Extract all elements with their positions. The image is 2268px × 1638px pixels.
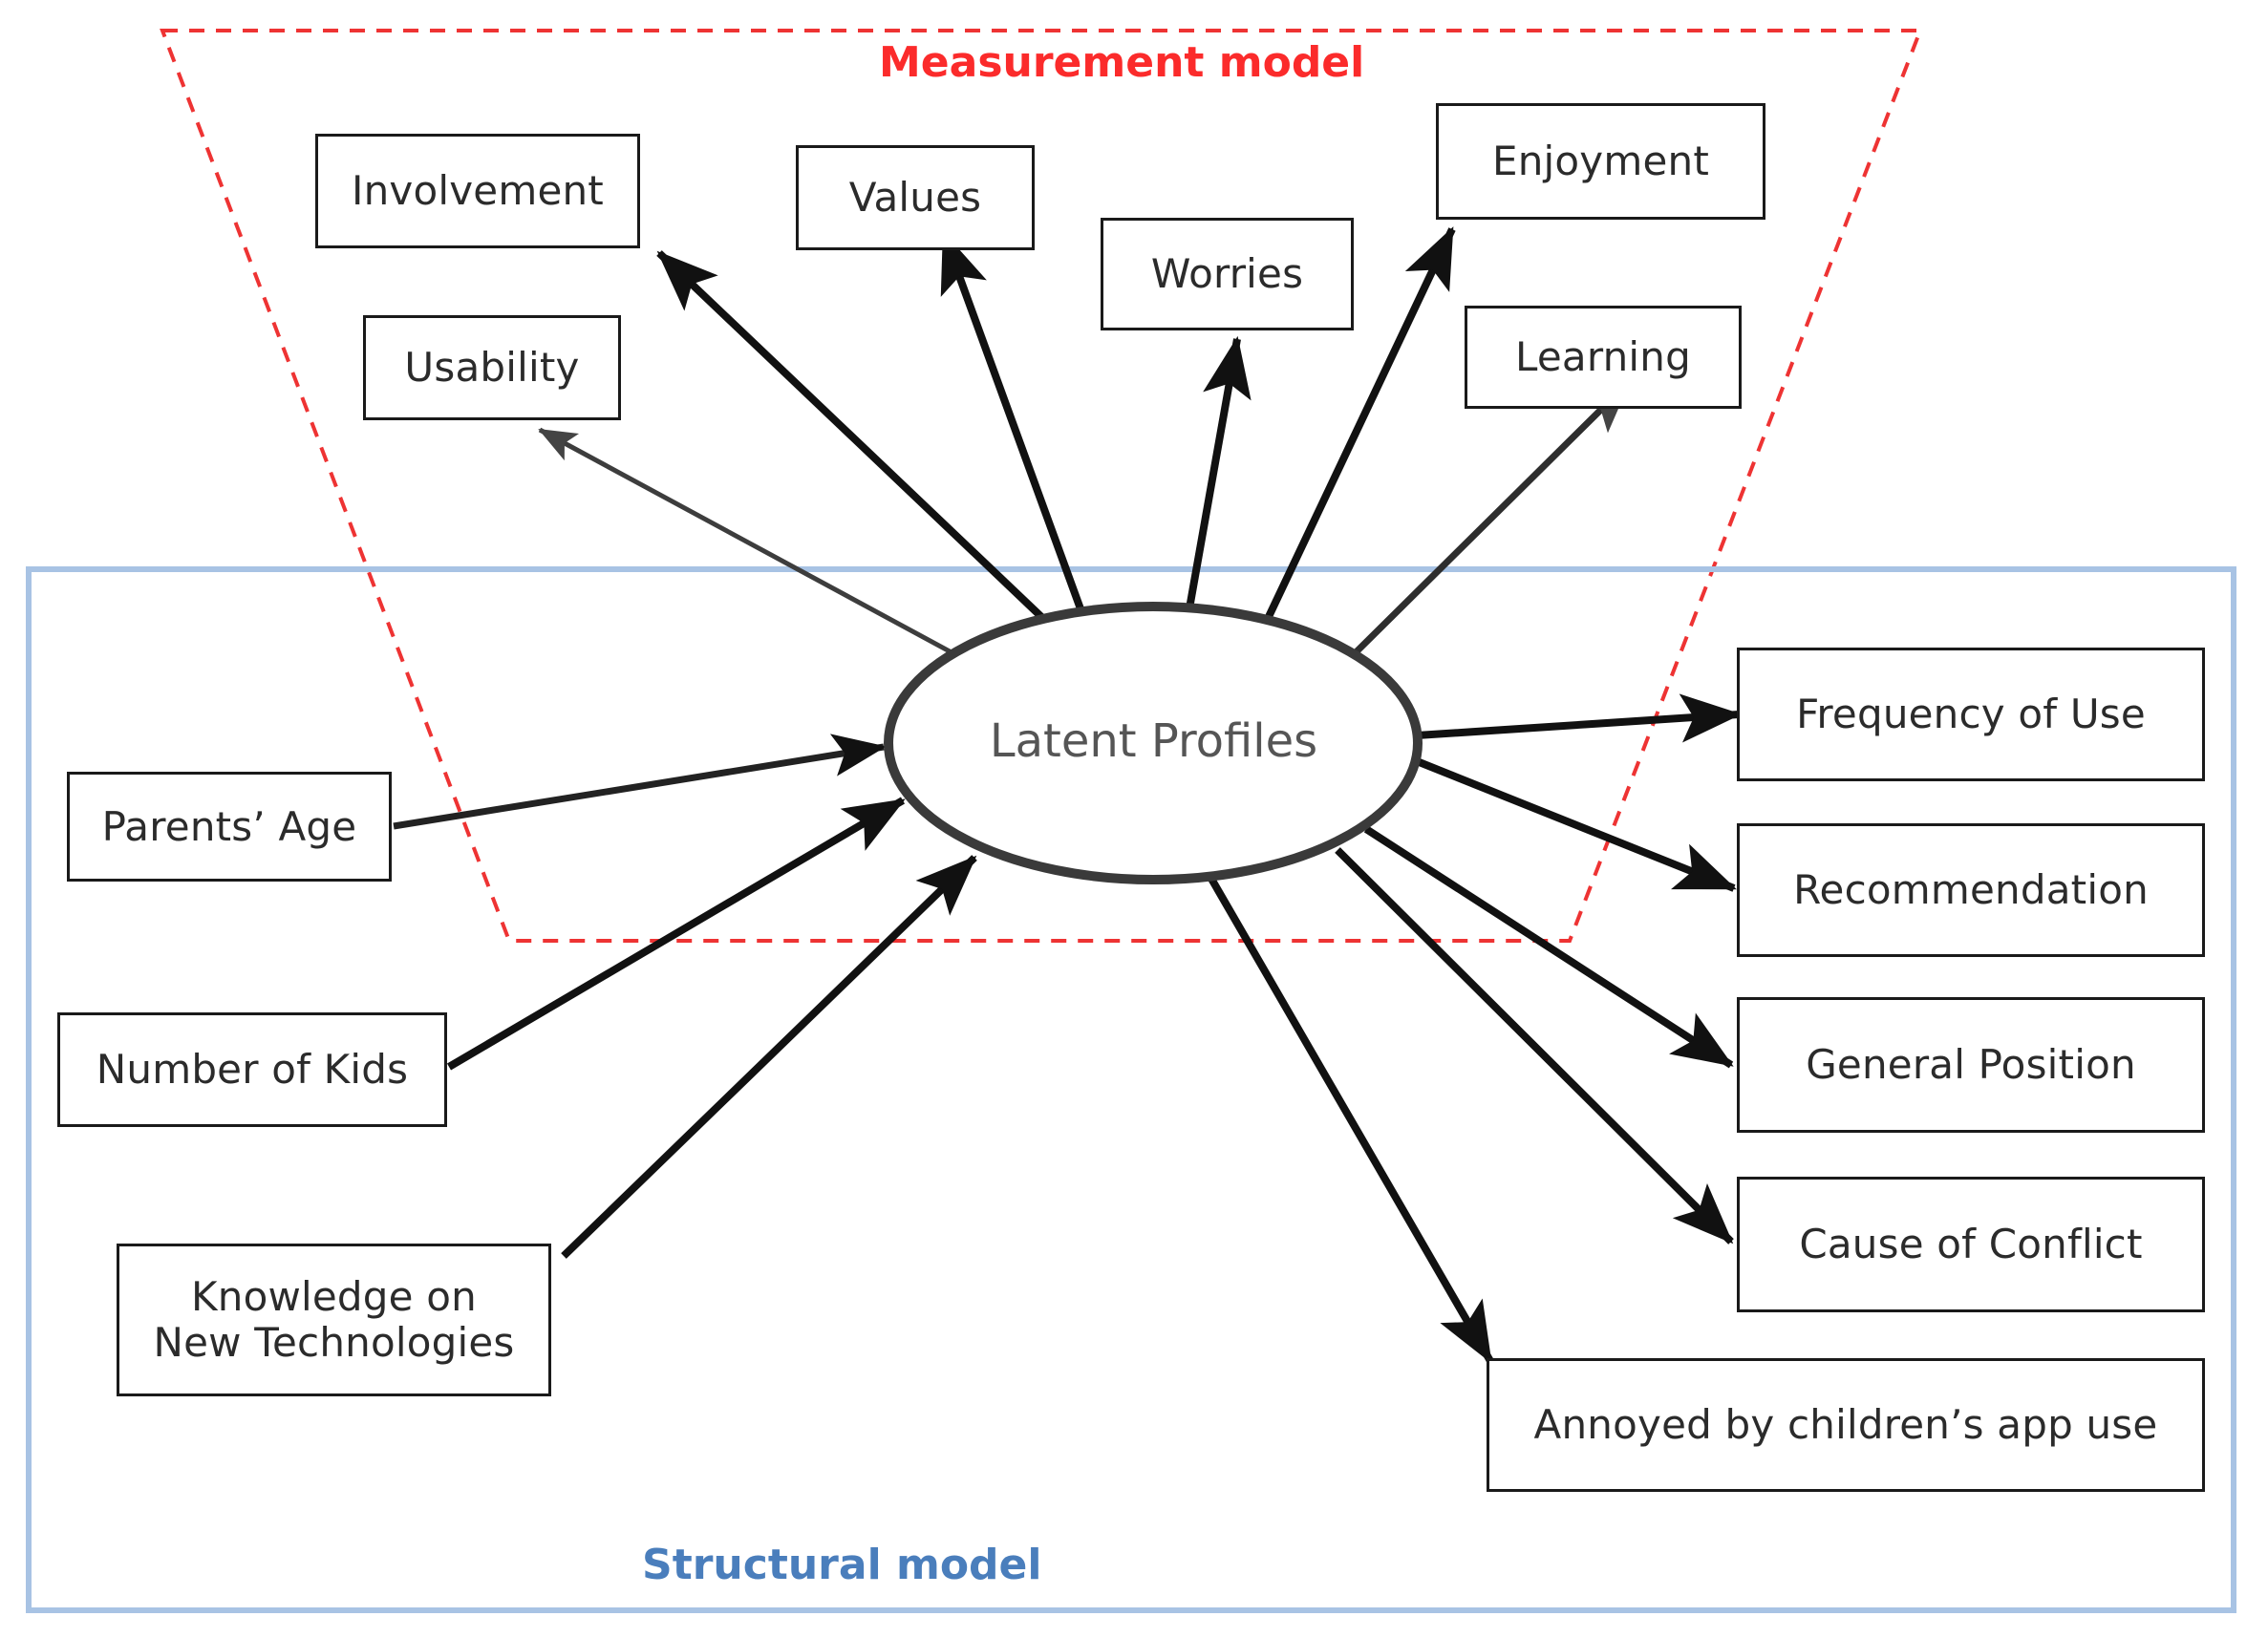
node-values[interactable]: Values — [796, 145, 1035, 250]
node-general-position[interactable]: General Position — [1737, 997, 2205, 1133]
node-knowledge-new-technologies[interactable]: Knowledge on New Technologies — [117, 1244, 551, 1396]
arrow-latent-to-worries — [1186, 335, 1252, 609]
arrow-latent-to-learning — [1337, 379, 1632, 671]
arrow-parents-age-to-latent — [393, 734, 887, 830]
latent-profiles-ellipse — [884, 602, 1423, 884]
node-usability[interactable]: Usability — [363, 315, 621, 420]
structural-model-label: Structural model — [642, 1541, 1042, 1589]
node-recommendation[interactable]: Recommendation — [1737, 823, 2205, 957]
arrow-latent-to-frequency-of-use — [1416, 693, 1743, 743]
structural-model-region — [26, 566, 2236, 1613]
latent-profiles-label: Latent Profiles — [989, 714, 1318, 768]
arrow-latent-to-cause-of-conflict — [1335, 847, 1734, 1244]
node-learning[interactable]: Learning — [1465, 306, 1742, 409]
arrow-latent-to-annoyed-app-use — [1208, 876, 1494, 1364]
arrow-latent-to-usability — [538, 427, 1010, 686]
arrow-number-of-kids-to-latent — [446, 797, 906, 1071]
node-cause-of-conflict[interactable]: Cause of Conflict — [1737, 1177, 2205, 1312]
arrow-latent-to-enjoyment — [1262, 226, 1456, 625]
arrow-latent-to-values — [940, 230, 1086, 616]
node-enjoyment[interactable]: Enjoyment — [1436, 103, 1765, 220]
node-involvement[interactable]: Involvement — [315, 134, 640, 248]
arrow-latent-to-general-position — [1363, 825, 1734, 1069]
measurement-model-region — [160, 29, 1923, 943]
node-frequency-of-use[interactable]: Frequency of Use — [1737, 648, 2205, 781]
measurement-model-label: Measurement model — [879, 38, 1365, 87]
node-worries[interactable]: Worries — [1101, 218, 1354, 330]
arrow-latent-to-recommendation — [1410, 755, 1737, 892]
node-annoyed-by-childrens-app-use[interactable]: Annoyed by children’s app use — [1487, 1358, 2205, 1492]
arrow-knowledge-to-latent — [561, 855, 977, 1259]
node-parents-age[interactable]: Parents’ Age — [67, 772, 392, 882]
arrow-latent-to-involvement — [656, 250, 1059, 633]
node-number-of-kids[interactable]: Number of Kids — [57, 1012, 447, 1127]
